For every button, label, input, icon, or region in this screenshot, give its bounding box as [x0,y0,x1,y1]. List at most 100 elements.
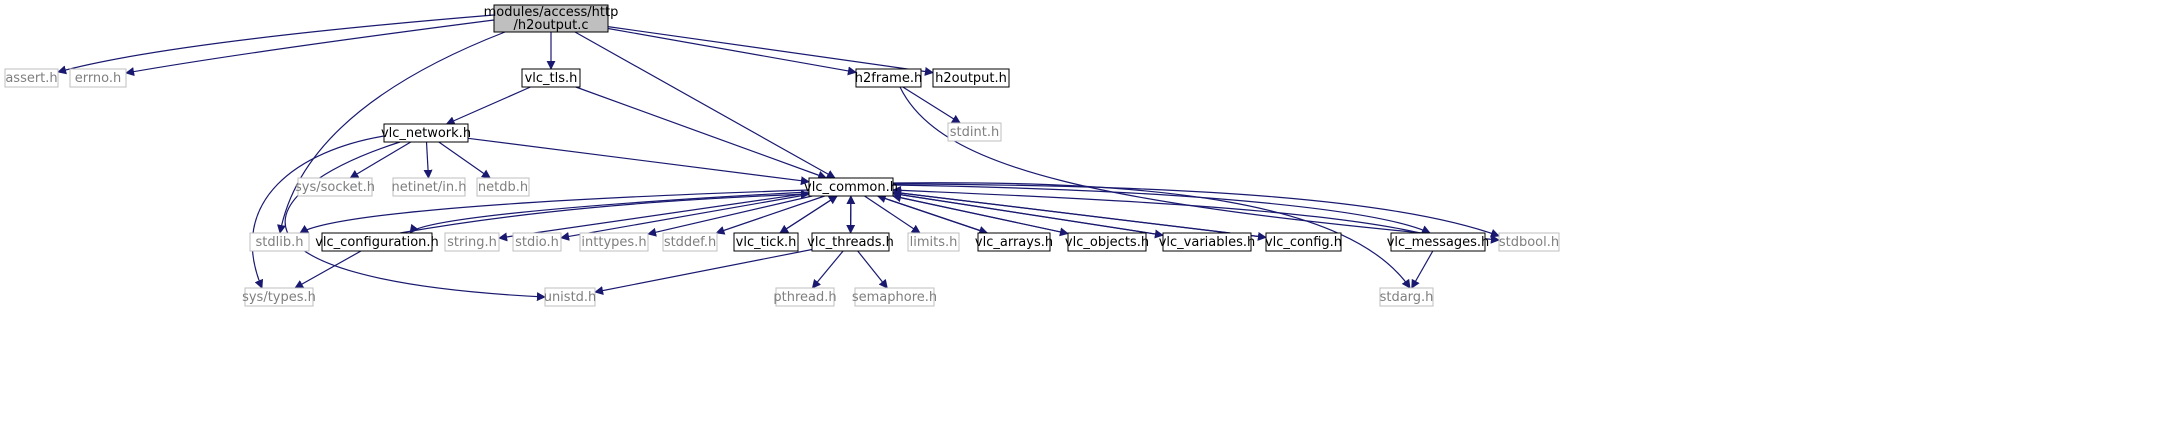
node-box [932,68,1010,88]
node-sys-types: sys/types.h [242,287,316,307]
node-box [1162,232,1252,252]
node-label: stdio.h [515,235,559,250]
node-label: stddef.h [664,235,716,250]
node-box [392,177,466,197]
node-label: vlc_configuration.h [315,235,439,250]
node-vlc-config[interactable]: vlc_config.h [1265,232,1342,252]
node-label: stdarg.h [1380,290,1434,305]
node-vlc-tls[interactable]: vlc_tls.h [521,68,581,88]
node-h2output[interactable]: h2output.h [932,68,1010,88]
edge-vlc-objects-to-vlc-common [892,193,1069,235]
edge-vlc-network-to-unistd [284,141,546,302]
node-limits: limits.h [907,232,960,252]
node-vlc-tick[interactable]: vlc_tick.h [733,232,799,252]
edge-vlc-common-to-stdarg [892,182,1411,289]
node-label: vlc_variables.h [1159,235,1256,250]
node-box [297,177,373,197]
node-label: errno.h [75,71,122,86]
node-label: assert.h [5,71,57,86]
node-label: vlc_messages.h [1387,235,1490,250]
node-h2frame[interactable]: h2frame.h [855,68,922,88]
node-box [579,232,649,252]
node-box [493,4,609,33]
node-stdlib: stdlib.h [249,232,310,252]
edge-vlc-threads-to-unistd [594,248,813,295]
edge-root-to-stdlib [277,31,506,234]
node-vlc-network[interactable]: vlc_network.h [381,123,471,143]
node-root[interactable]: modules/access/http/h2output.c [484,4,619,33]
node-assert: assert.h [4,68,59,88]
node-vlc-configuration[interactable]: vlc_configuration.h [315,232,439,252]
node-unistd: unistd.h [544,287,596,307]
node-stdbool: stdbool.h [1498,232,1560,252]
edge-vlc-network-to-netdb [438,141,491,179]
edge-h2frame-to-stdint [902,86,961,124]
node-label: netinet/in.h [392,180,467,195]
node-box [1379,287,1434,307]
edge-vlc-network-to-sys-types [251,135,385,289]
node-stdint: stdint.h [947,122,1002,142]
edge-vlc-common-to-inttypes [647,195,813,237]
node-label: pthread.h [773,290,836,305]
node-box [521,68,581,88]
node-pthread: pthread.h [773,287,837,307]
node-box [1265,232,1342,252]
node-label: vlc_network.h [381,126,471,141]
node-stddef: stddef.h [662,232,718,252]
node-label: sys/socket.h [295,180,375,195]
edge-vlc-network-to-vlc-common [467,137,810,186]
node-label: stdlib.h [256,235,304,250]
node-label: h2output.h [935,71,1007,86]
node-vlc-objects[interactable]: vlc_objects.h [1065,232,1149,252]
edge-root-to-h2output [607,26,934,76]
node-label: netdb.h [478,180,528,195]
edge-vlc-variables-to-vlc-common [892,190,1164,236]
edge-vlc-network-to-netinet-in [423,141,433,179]
edge-vlc-configuration-to-sys-types [294,250,362,289]
node-vlc-threads[interactable]: vlc_threads.h [807,232,894,252]
node-vlc-variables[interactable]: vlc_variables.h [1159,232,1256,252]
node-label: vlc_common.h [804,180,898,195]
node-box [854,287,935,307]
node-box [444,232,500,252]
node-label: vlc_threads.h [807,235,894,250]
edge-root-to-vlc-common [574,31,836,179]
edge-vlc-messages-to-vlc-common [892,185,1421,234]
node-errno: errno.h [69,68,127,88]
node-semaphore: semaphore.h [852,287,937,307]
edge-vlc-tick-to-vlc-common [779,195,838,234]
edge-vlc-common-to-vlc-messages [892,184,1431,234]
node-string: string.h [444,232,500,252]
node-box [811,232,890,252]
node-vlc-messages[interactable]: vlc_messages.h [1387,232,1490,252]
edge-h2frame-to-stdbool [899,86,1500,244]
node-box [4,68,59,88]
node-label: stdint.h [950,125,999,140]
edge-vlc-threads-to-pthread [811,250,844,289]
node-label: sys/types.h [242,290,316,305]
node-box [321,232,433,252]
node-box [947,122,1002,142]
node-box [1390,232,1486,252]
node-box [512,232,562,252]
node-label: vlc_tls.h [525,71,578,86]
node-label: stdbool.h [1499,235,1559,250]
node-box [1498,232,1560,252]
edge-vlc-messages-to-stdarg [1411,250,1434,289]
edge-vlc-configuration-to-vlc-common [399,189,810,234]
node-netdb: netdb.h [476,177,530,197]
node-label: semaphore.h [852,290,937,305]
edge-vlc-common-to-limits [864,195,921,234]
edge-vlc-common-to-string [498,192,810,242]
node-box [476,177,530,197]
node-stdarg: stdarg.h [1379,287,1434,307]
node-label: vlc_arrays.h [975,235,1053,250]
edge-vlc-common-to-vlc-configuration [409,191,810,234]
node-box [244,287,314,307]
node-vlc-common[interactable]: vlc_common.h [804,177,898,197]
node-vlc-arrays[interactable]: vlc_arrays.h [975,232,1053,252]
edge-vlc-common-to-stdlib [299,189,810,234]
edge-vlc-tls-to-vlc-common [575,86,828,180]
node-label: modules/access/http [484,5,619,20]
